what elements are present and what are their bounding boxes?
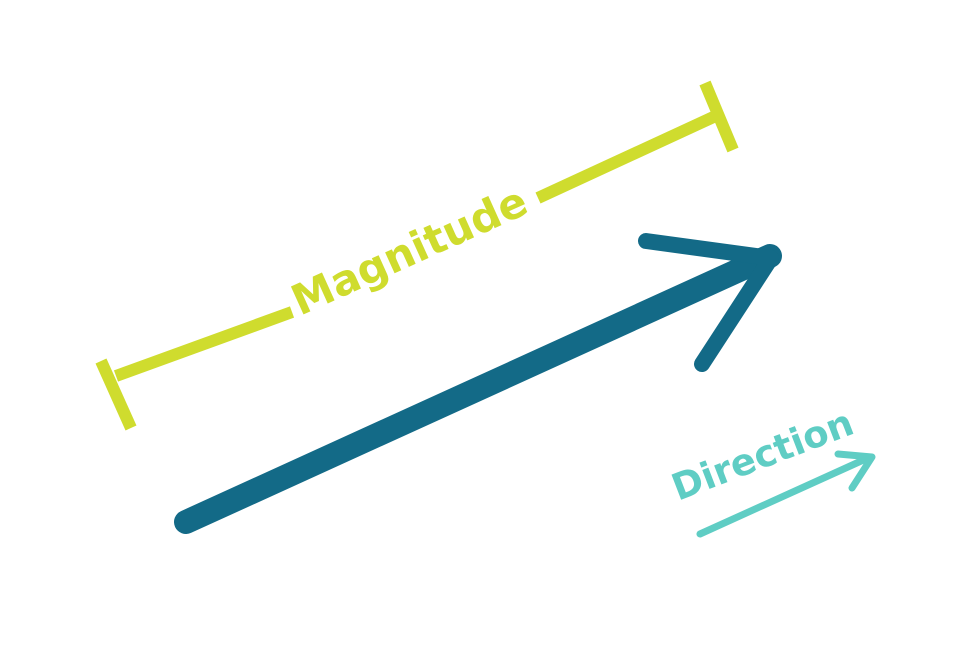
magnitude-bracket — [95, 80, 739, 431]
magnitude-bracket-left-cap — [95, 358, 137, 431]
magnitude-bracket-right-line — [535, 108, 723, 204]
direction-arrow-shaft — [696, 453, 874, 538]
magnitude-label: Magnitude — [284, 176, 535, 325]
direction-arrowhead-icon — [834, 450, 876, 492]
magnitude-bracket-left-line — [113, 306, 295, 382]
vector-arrow — [174, 233, 782, 534]
magnitude-bracket-right-cap — [699, 80, 739, 153]
vector-arrow-shaft — [174, 244, 782, 534]
direction-arrow — [696, 450, 876, 538]
direction-label: Direction — [666, 401, 860, 510]
vector-arrowhead-icon — [638, 233, 779, 372]
